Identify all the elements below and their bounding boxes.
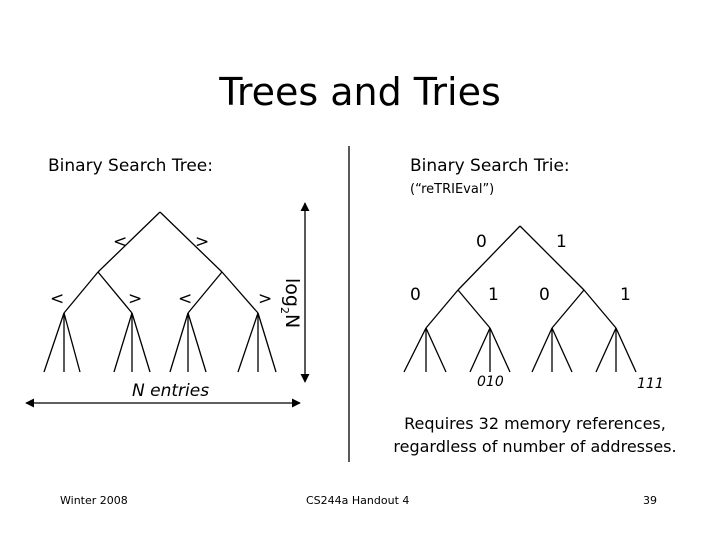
- trie-leaf-111-label: 111: [637, 376, 664, 392]
- bst-left-left-label: <: [50, 289, 65, 309]
- trie-note-line-2: regardless of number of addresses.: [393, 437, 677, 456]
- trie-root-left-bit: 0: [476, 232, 487, 252]
- footer-date: Winter 2008: [60, 494, 128, 507]
- bst-edges: [63, 211, 259, 314]
- trie-right-left-bit: 0: [539, 285, 550, 305]
- bst-root-right-label: >: [195, 232, 210, 252]
- footer-page-number: 39: [643, 494, 657, 507]
- trie-left-left-bit: 0: [410, 285, 421, 305]
- height-label: log2N: [278, 278, 303, 329]
- trie-left-right-bit: 1: [488, 285, 499, 305]
- trie-root-right-bit: 1: [556, 232, 567, 252]
- footer-handout: CS244a Handout 4: [306, 494, 410, 507]
- trie-leaf-010-label: 010: [477, 374, 504, 390]
- slide-title: Trees and Tries: [219, 70, 501, 114]
- bst-left-right-label: >: [128, 289, 143, 309]
- trie-leaf-wedges: [403, 327, 637, 373]
- trie-right-right-bit: 1: [620, 285, 631, 305]
- trie-note-line-1: Requires 32 memory references,: [404, 414, 666, 433]
- bst-root-left-label: <: [113, 232, 128, 252]
- bst-right-left-label: <: [178, 289, 193, 309]
- trie-label: Binary Search Trie:: [410, 156, 570, 176]
- bst-right-right-label: >: [258, 289, 273, 309]
- trie-edges: [425, 225, 617, 329]
- n-entries-label: N entries: [132, 381, 210, 401]
- bst-leaf-wedges: [43, 312, 277, 373]
- bst-label: Binary Search Tree:: [48, 156, 213, 176]
- trie-subtitle: (“reTRIEval”): [410, 182, 495, 197]
